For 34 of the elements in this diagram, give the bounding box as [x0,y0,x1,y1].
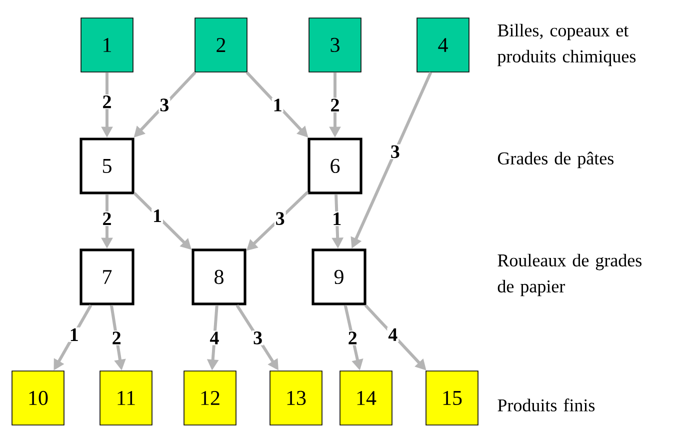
row-label: Grades de pâtes [498,152,614,168]
input-box: 4 [416,18,470,72]
input-box: 3 [308,18,362,72]
process-box: 5 [80,138,134,194]
edge-label: 3 [389,144,401,160]
edge-label: 2 [101,211,113,226]
edge-label: 2 [101,94,113,110]
edge-label: 4 [387,327,399,342]
edge-label: 1 [272,98,284,112]
process-box: 6 [308,138,362,194]
row-label: Billes, copeaux et produits chimiques [497,24,636,66]
product-box: 14 [340,370,392,426]
process-box: 8 [192,248,246,306]
edge-label: 3 [274,211,286,226]
process-box: 7 [80,248,134,306]
edge-label: 3 [158,98,170,112]
product-box: 13 [270,370,322,426]
edge-label: 4 [208,330,220,346]
edge-label: 1 [152,208,164,224]
edge-label: 3 [252,330,264,346]
edge-label: 1 [331,212,343,226]
input-box: 2 [194,18,248,72]
edge-label: 1 [68,327,80,342]
edge-label: 2 [346,330,358,346]
row-label: Produits finis [498,398,595,412]
process-box: 9 [312,248,366,306]
product-box: 12 [184,370,236,426]
product-box: 11 [100,370,152,426]
input-box: 1 [80,18,134,72]
edge-label: 2 [110,330,122,346]
product-box: 15 [426,370,478,426]
edge-label: 2 [329,98,341,112]
product-box: 10 [12,370,64,426]
row-label: Rouleaux de grades de papier [498,254,642,296]
